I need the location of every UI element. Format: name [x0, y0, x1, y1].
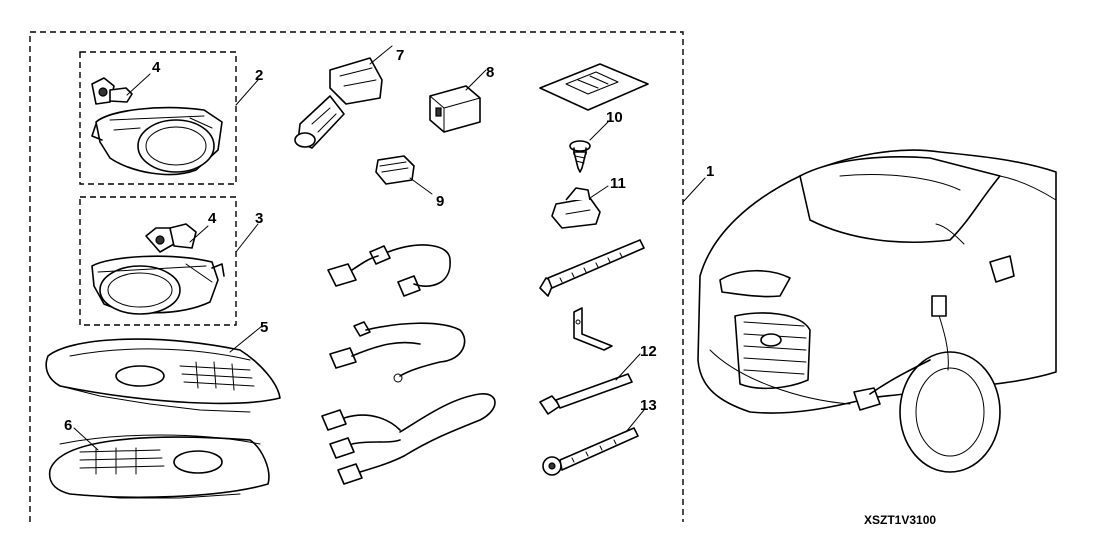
callout-1: 1: [706, 163, 714, 180]
subassembly-box-2: [79, 51, 237, 185]
fog-bezel-right: [45, 325, 281, 413]
fog-light-assembly-right: [91, 79, 259, 176]
callout-12: 12: [640, 343, 657, 360]
fog-bezel-left: [48, 427, 270, 499]
fog-bulb-upper: [91, 73, 151, 105]
wire-harness-upper: [327, 244, 451, 297]
cable-tie-12: [539, 353, 641, 415]
cable-tie-upper: [539, 239, 645, 297]
callout-6: 6: [64, 417, 72, 434]
callout-3: 3: [255, 210, 263, 227]
callout-1-leader: [682, 177, 706, 203]
subassembly-box-3: [79, 196, 237, 326]
diagram-code: XSZT1V3100: [864, 513, 936, 527]
callout-10: 10: [606, 109, 623, 126]
callout-8: 8: [486, 64, 494, 81]
callout-5: 5: [260, 319, 268, 336]
callout-4-upper: 4: [152, 59, 161, 76]
callout-9: 9: [436, 193, 444, 210]
vehicle-illustration: [697, 149, 1057, 473]
callout-4-lower: 4: [208, 210, 217, 227]
wire-harness-middle: [329, 321, 466, 383]
callout-7: 7: [396, 47, 404, 64]
callout-11: 11: [610, 175, 626, 192]
retaining-clip: [551, 185, 609, 229]
fog-light-assembly-left: [91, 223, 259, 315]
fog-light-switch: [294, 45, 393, 149]
callout-13: 13: [640, 397, 657, 414]
fog-relay: [429, 69, 487, 133]
mounting-bracket: [573, 307, 613, 351]
tapping-screw: [569, 121, 609, 173]
wire-harness-lower: [321, 393, 496, 485]
instruction-label: [539, 63, 649, 111]
cable-tie-13: [542, 409, 645, 476]
kit-boundary: [29, 31, 684, 522]
callout-2: 2: [255, 67, 263, 84]
connector-clip: [375, 155, 433, 195]
fog-bulb-lower: [145, 223, 209, 253]
